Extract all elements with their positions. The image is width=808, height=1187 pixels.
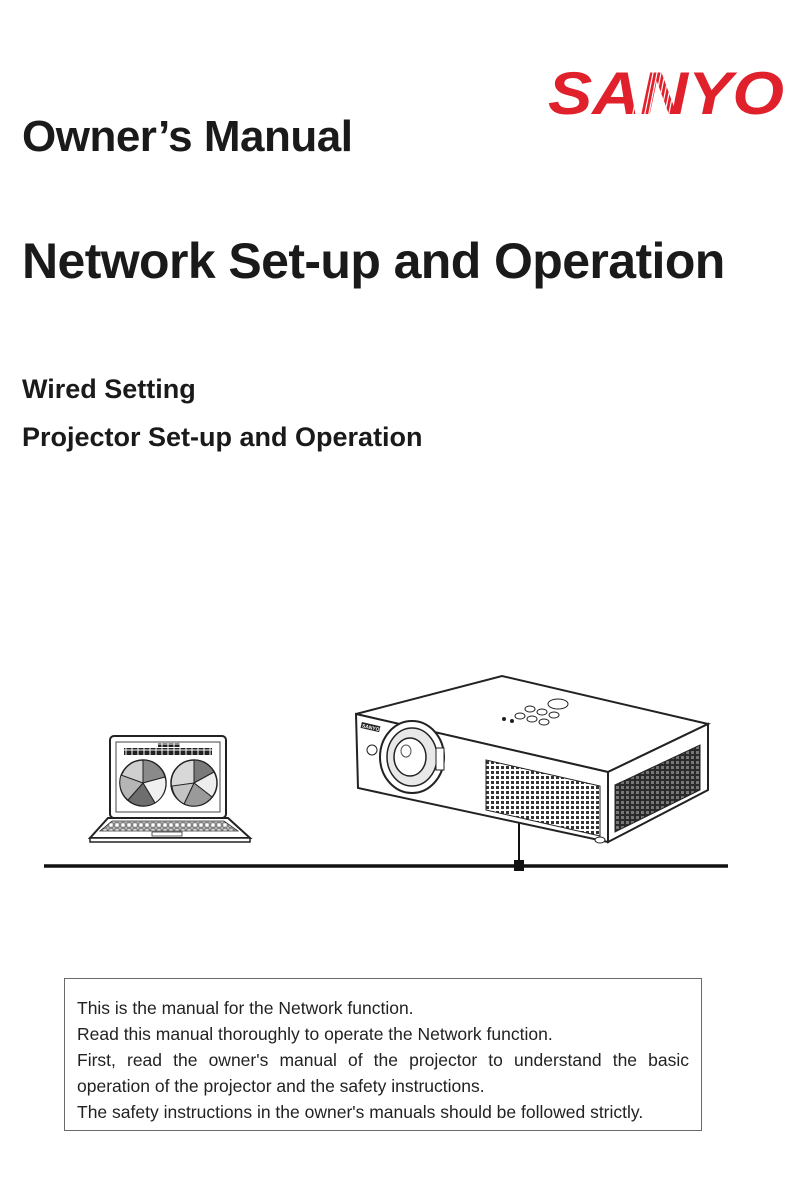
manual-title: Owner’s Manual [22, 112, 353, 161]
network-illustration: SANYO [44, 674, 728, 871]
pie-chart-icon [170, 759, 218, 807]
subheading-wired-setting: Wired Setting [22, 374, 196, 404]
projector-control-buttons [502, 698, 569, 726]
notice-line: This is the manual for the Network funct… [77, 998, 414, 1018]
notice-line: First, read the owner's manual of the pr… [77, 1050, 689, 1096]
projector-badge: SANYO [361, 723, 380, 733]
notice-line: The safety instructions in the owner's m… [77, 1102, 644, 1122]
logo-wordmark: SANYO [548, 60, 784, 127]
projector-icon: SANYO [354, 674, 711, 844]
subheading-projector-setup: Projector Set-up and Operation [22, 422, 423, 452]
pie-chart-icon [119, 759, 167, 807]
logo-hatch [629, 60, 681, 127]
manual-notice-box: This is the manual for the Network funct… [64, 978, 702, 1131]
notice-line: Read this manual thoroughly to operate t… [77, 1024, 553, 1044]
sanyo-logo: SANYO SANYO [548, 60, 784, 127]
manual-heading: Network Set-up and Operation [22, 233, 725, 289]
cable-connector [514, 860, 524, 871]
laptop-icon [87, 735, 253, 843]
